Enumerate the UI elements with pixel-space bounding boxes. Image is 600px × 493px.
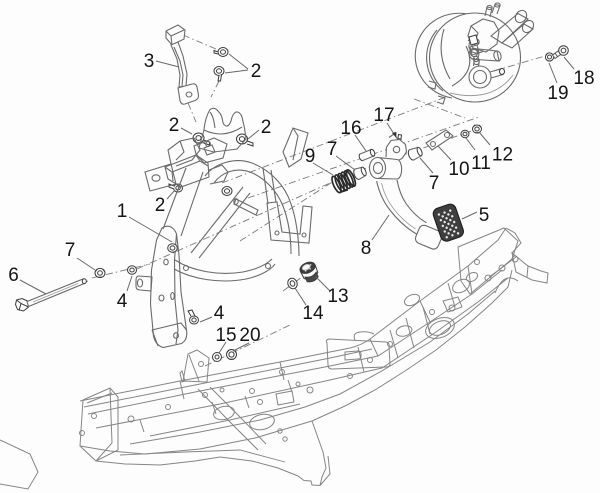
svg-text:15: 15 [215,325,236,346]
svg-text:7: 7 [327,139,338,160]
svg-text:6: 6 [8,265,19,286]
svg-text:1: 1 [117,201,128,222]
svg-text:3: 3 [144,51,155,72]
svg-text:10: 10 [448,159,469,180]
svg-text:14: 14 [302,303,324,324]
svg-text:11: 11 [471,153,491,174]
svg-text:7: 7 [65,240,76,261]
svg-text:19: 19 [547,83,568,104]
svg-text:13: 13 [327,286,348,307]
svg-text:2: 2 [169,115,180,136]
svg-text:17: 17 [373,105,394,126]
svg-text:20: 20 [239,325,260,346]
svg-text:16: 16 [340,118,361,139]
svg-text:2: 2 [261,117,272,138]
svg-text:4: 4 [214,303,225,324]
svg-text:9: 9 [305,146,316,167]
svg-text:12: 12 [492,145,513,166]
svg-text:2: 2 [251,61,262,82]
svg-text:2: 2 [155,195,166,216]
svg-text:5: 5 [479,205,490,226]
svg-text:8: 8 [361,238,372,259]
svg-text:18: 18 [573,68,594,89]
svg-text:7: 7 [429,173,440,194]
svg-text:4: 4 [117,291,128,312]
